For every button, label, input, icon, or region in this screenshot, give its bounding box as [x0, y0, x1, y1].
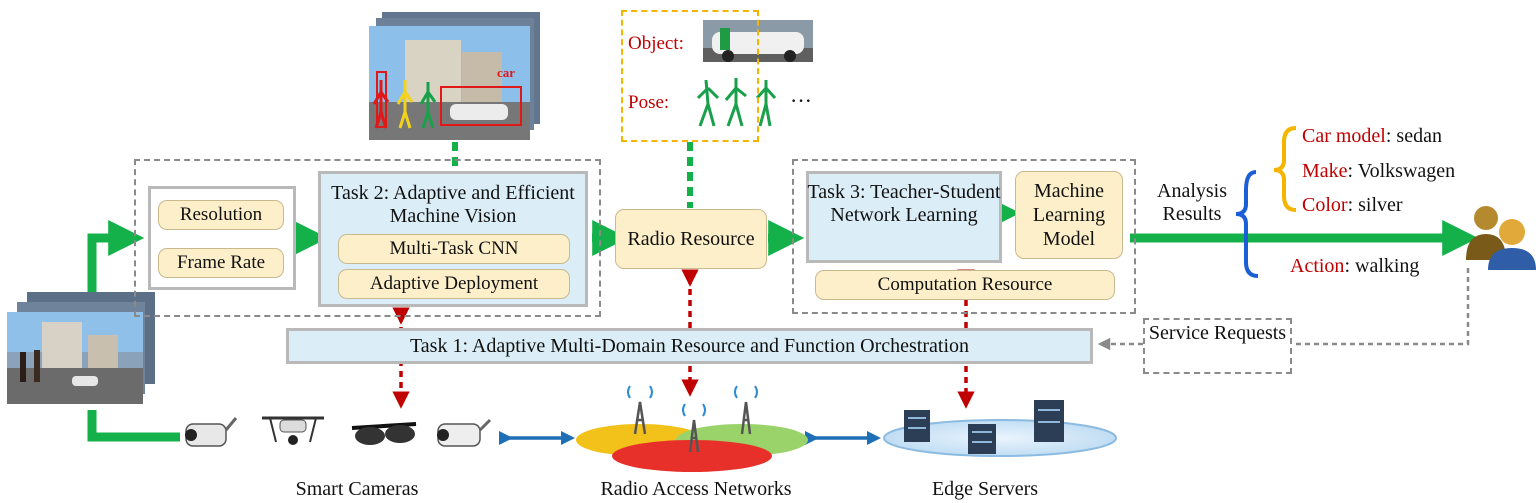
drone-icon [262, 416, 324, 445]
ml-model-box: Machine Learning Model [1015, 171, 1123, 259]
action-key: Action [1290, 255, 1345, 277]
cell-tower-icon [633, 401, 752, 453]
pose-skeletons [696, 78, 777, 127]
car-model-key: Car model [1302, 125, 1386, 147]
radio-access-network-icon [576, 385, 808, 472]
resolution-pill: Resolution [158, 200, 284, 230]
service-requests-box [1143, 318, 1292, 374]
make-value: : Volkswagen [1347, 160, 1456, 182]
security-camera-icon [437, 418, 492, 447]
results-brace-blue [1235, 170, 1259, 278]
users-icon [1466, 206, 1536, 270]
adaptive-deployment-pill: Adaptive Deployment [338, 269, 570, 299]
car-model-value: : sedan [1385, 125, 1442, 147]
camera-devices-icons [185, 416, 492, 447]
service-path-right [1292, 268, 1470, 346]
result-action: Action: walking [1290, 255, 1490, 278]
video-frames-icon [7, 292, 155, 404]
result-color: Color: silver [1302, 194, 1502, 217]
learning-module-dashed-box [792, 159, 1136, 314]
results-brace-orange [1273, 126, 1297, 212]
edge-servers-icon [883, 400, 1117, 457]
smart-glasses-icon [351, 422, 417, 445]
edge-servers-label: Edge Servers [931, 478, 1039, 500]
pose-label: Pose: [628, 92, 670, 113]
object-label: Object: [628, 33, 684, 54]
bullet-camera-icon [185, 417, 238, 447]
pose-ellipsis: ··· [790, 88, 812, 113]
analysis-results-label: Analysis Results [1157, 180, 1227, 225]
object-pose-panel [621, 10, 759, 142]
task2-title: Task 2: Adaptive and Efficient Machine V… [331, 182, 575, 227]
make-key: Make [1302, 160, 1348, 182]
scene-car-tag: car [496, 65, 516, 80]
frame-rate-pill: Frame Rate [158, 248, 284, 278]
task1-box [286, 328, 1093, 364]
radio-access-networks-label: Radio Access Networks [600, 478, 792, 500]
action-value: : walking [1344, 255, 1420, 277]
result-car-model: Car model: sedan [1302, 125, 1502, 148]
service-requests-label: Service Requests [1148, 322, 1287, 344]
radio-resource-box: Radio Resource [615, 209, 767, 269]
task3-title: Task 3: Teacher-Student Network Learning [807, 181, 1001, 226]
multitask-cnn-pill: Multi-Task CNN [338, 234, 570, 264]
smart-cameras-label: Smart Cameras [295, 478, 419, 500]
result-make: Make: Volkswagen [1302, 160, 1502, 183]
task3-box [806, 171, 1002, 263]
computation-resource-pill: Computation Resource [815, 270, 1115, 300]
task1-title: Task 1: Adaptive Multi-Domain Resource a… [409, 335, 970, 357]
color-key: Color [1302, 194, 1348, 216]
annotated-scene-image [369, 12, 540, 140]
color-value: : silver [1347, 194, 1403, 216]
vision-module-dashed-box [134, 159, 601, 317]
